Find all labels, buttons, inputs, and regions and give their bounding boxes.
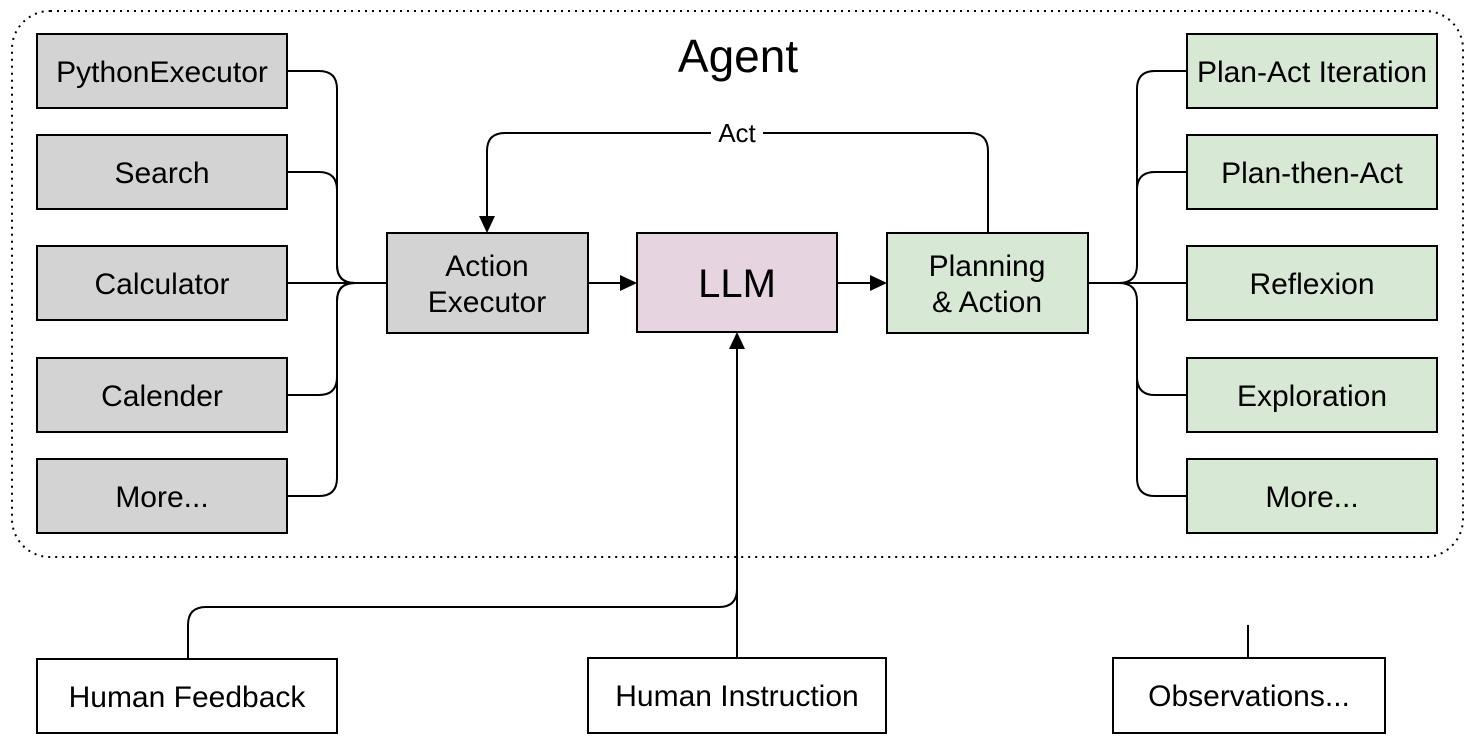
- act-label-background: [711, 119, 763, 147]
- strategy-label: More...: [1265, 481, 1358, 514]
- tool-label: Calculator: [94, 268, 229, 301]
- agent-boundary-border: [11, 10, 1464, 558]
- planning-label-line2: & Action: [932, 286, 1042, 319]
- tool-box: [36, 458, 288, 534]
- act-loop-label: Act: [718, 118, 756, 148]
- input-label: Human Instruction: [615, 680, 858, 713]
- connector-human-feedback-to-llm: [187, 588, 738, 659]
- input-node-observations: Observations...: [1112, 657, 1386, 734]
- llm-node: LLM: [636, 232, 838, 333]
- strategy-label: Plan-then-Act: [1221, 157, 1403, 190]
- strategy-label: Exploration: [1237, 380, 1387, 413]
- input-box: [1112, 657, 1386, 734]
- action-executor-node: Action Executor: [386, 232, 589, 334]
- tool-box: [36, 134, 288, 210]
- tool-node-calculator: Calculator: [36, 245, 288, 321]
- strategy-node-plan-act-iteration: Plan-Act Iteration: [1186, 33, 1438, 109]
- tool-label: Search: [114, 157, 209, 190]
- connector-more-tools-to-action-executor: [287, 282, 356, 497]
- action-executor-label-line1: Action: [445, 250, 528, 283]
- arrowhead-into-planning: [870, 275, 887, 291]
- planning-action-node: Planning & Action: [886, 232, 1089, 334]
- tool-node-pythonexecutor: PythonExecutor: [36, 33, 288, 109]
- diagram-title: Agent: [678, 30, 798, 82]
- connector-search-to-action-executor: [287, 171, 356, 284]
- input-box: [36, 658, 338, 734]
- strategy-label: Plan-Act Iteration: [1197, 56, 1427, 89]
- strategy-box: [1186, 134, 1438, 210]
- strategy-label: Reflexion: [1249, 268, 1374, 301]
- action-executor-box: [386, 232, 589, 334]
- strategy-box: [1186, 357, 1438, 433]
- arrowhead-into-llm-bottom: [729, 332, 745, 349]
- arrowhead-into-action-executor: [479, 216, 495, 233]
- action-executor-label-line2: Executor: [428, 286, 546, 319]
- connector-planning-to-more-strategies: [1136, 301, 1187, 497]
- input-box: [587, 657, 887, 734]
- strategy-box: [1186, 245, 1438, 321]
- planning-box: [886, 232, 1089, 334]
- llm-box: [636, 232, 838, 333]
- input-node-human-feedback: Human Feedback: [36, 658, 338, 734]
- tool-label: PythonExecutor: [56, 56, 268, 89]
- tool-box: [36, 33, 288, 109]
- arrowhead-into-llm: [620, 275, 637, 291]
- planning-label-line1: Planning: [929, 250, 1046, 283]
- strategy-node-plan-then-act: Plan-then-Act: [1186, 134, 1438, 210]
- llm-label: LLM: [698, 262, 776, 306]
- connector-calender-to-action-executor: [287, 282, 356, 396]
- input-node-human-instruction: Human Instruction: [587, 657, 887, 734]
- tool-box: [36, 357, 288, 433]
- tool-box: [36, 245, 288, 321]
- strategy-node-more: More...: [1186, 458, 1438, 534]
- input-label: Observations...: [1148, 680, 1350, 713]
- tool-node-search: Search: [36, 134, 288, 210]
- connector-planning-to-plan-then-act: [1136, 171, 1187, 265]
- tool-label: More...: [115, 481, 208, 514]
- strategy-node-reflexion: Reflexion: [1186, 245, 1438, 321]
- strategy-box: [1186, 33, 1438, 109]
- tool-label: Calender: [101, 380, 223, 413]
- tool-node-calender: Calender: [36, 357, 288, 433]
- input-label: Human Feedback: [69, 681, 307, 714]
- strategy-box: [1186, 458, 1438, 534]
- connector-act-loop: [486, 132, 989, 233]
- tool-node-more: More...: [36, 458, 288, 534]
- strategy-node-exploration: Exploration: [1186, 357, 1438, 433]
